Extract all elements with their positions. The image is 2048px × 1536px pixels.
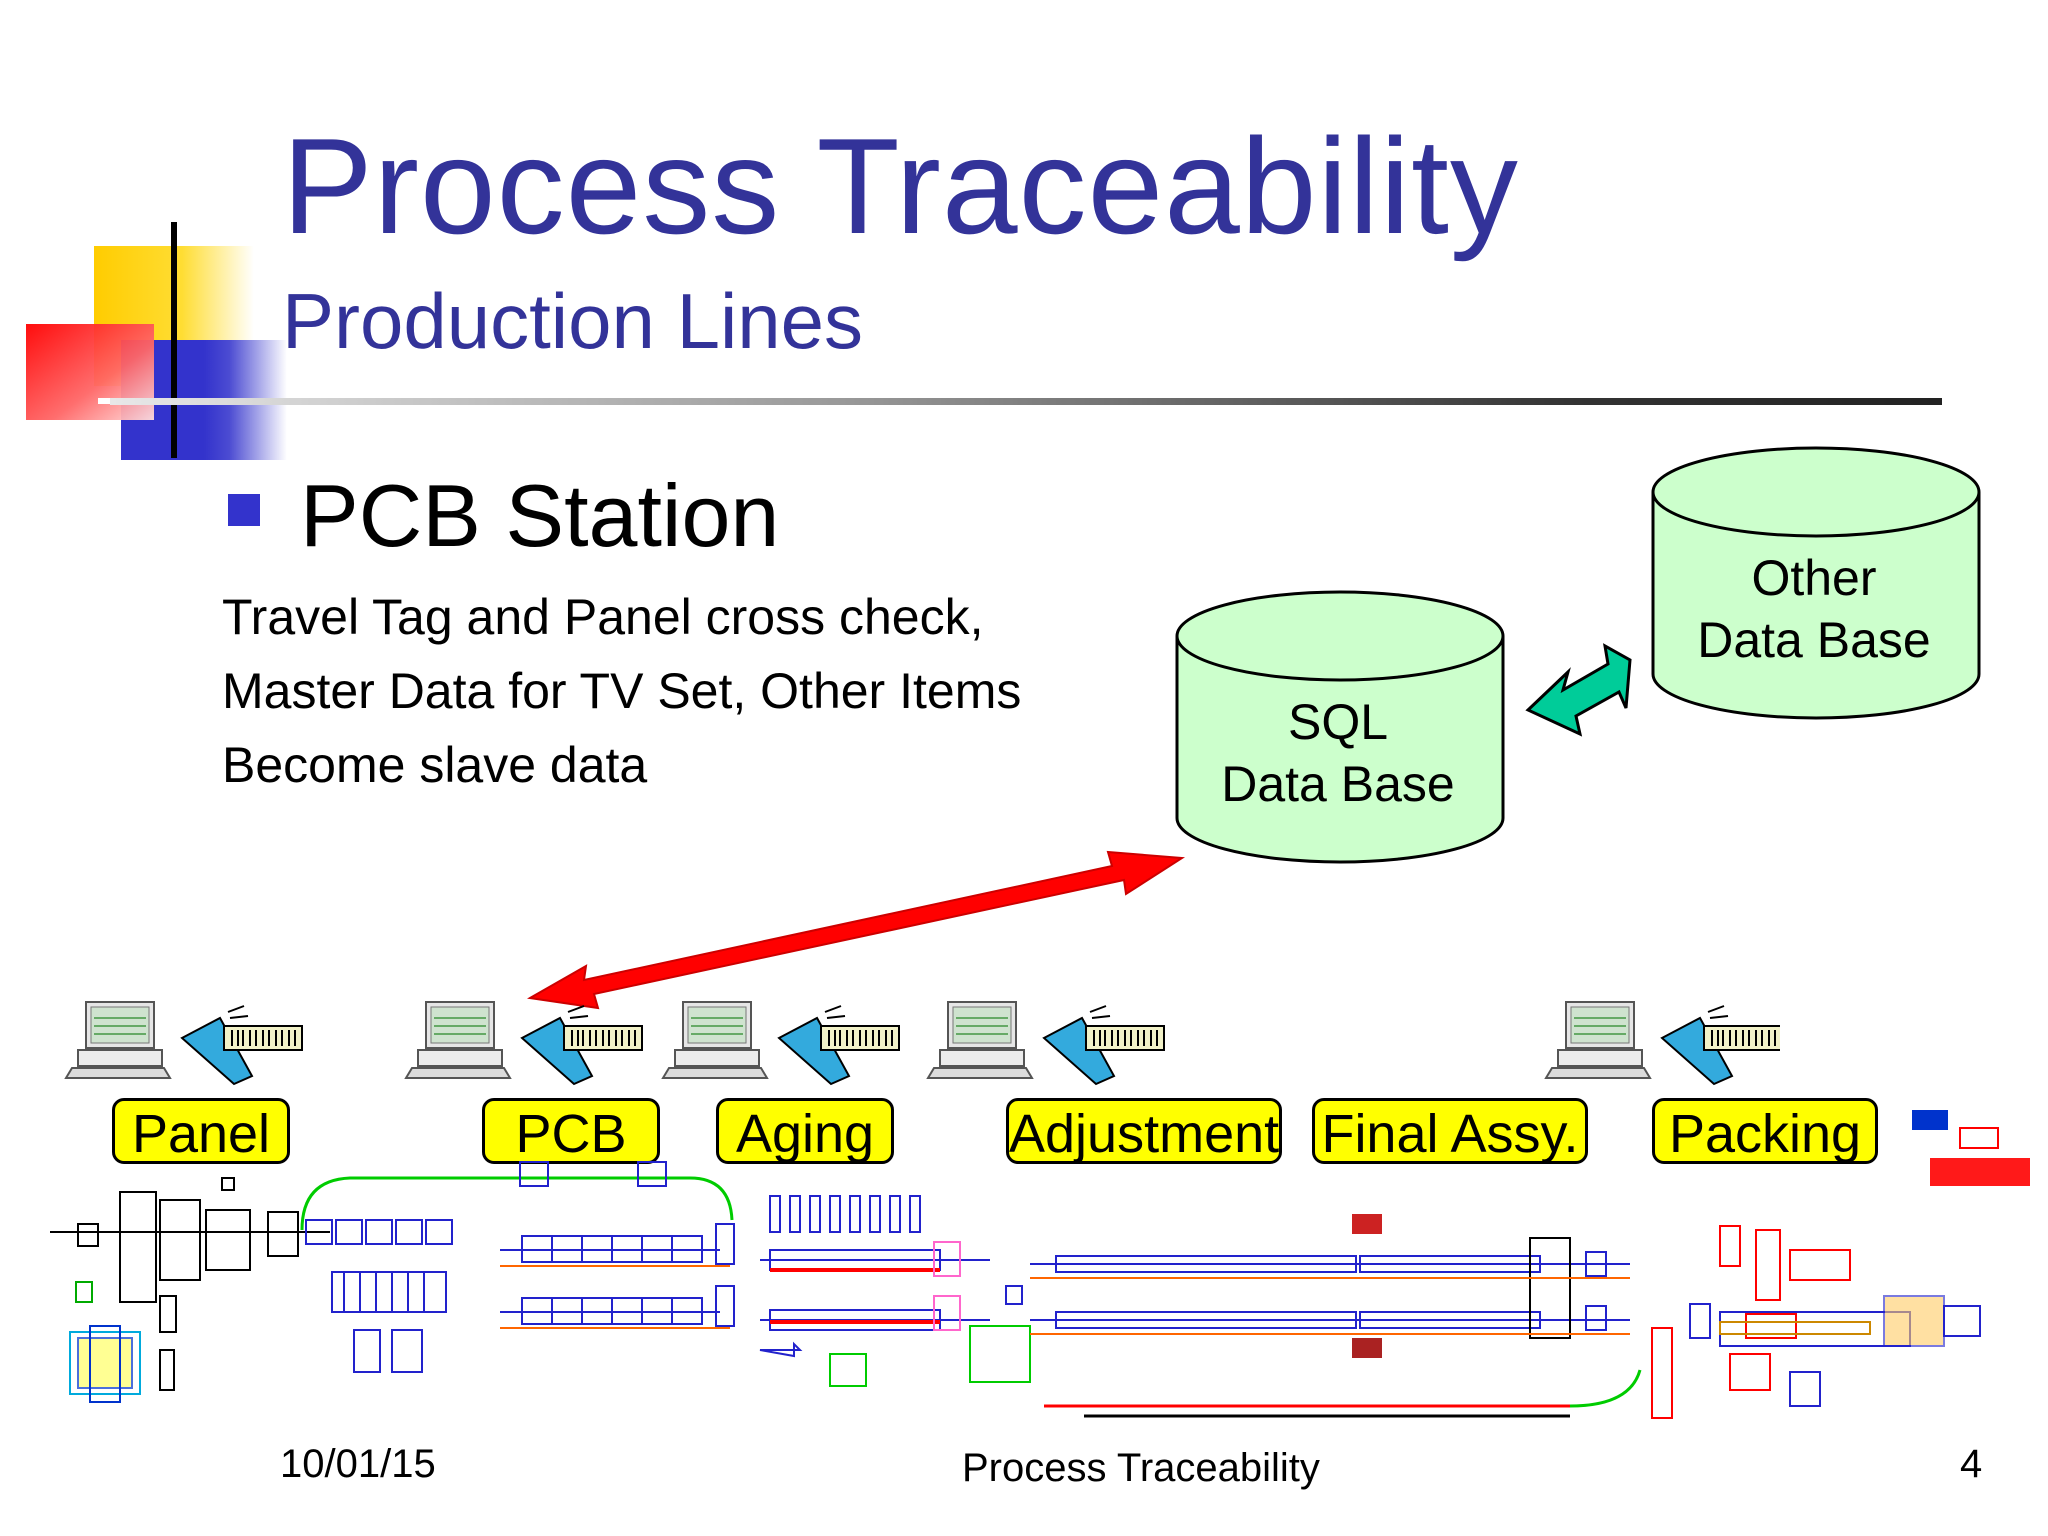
barcode-scanner-icon: [181, 1005, 303, 1085]
other-db-label-1: Other: [1751, 550, 1877, 606]
station-aging: Aging: [716, 1098, 894, 1164]
footer-title: Process Traceability: [962, 1446, 1320, 1490]
sql-database-cylinder: [1172, 586, 1508, 868]
bullet-icon: [228, 494, 260, 526]
db-link-arrow: [1525, 643, 1632, 737]
station-packing: Packing: [1652, 1098, 1878, 1164]
body-line-1: Travel Tag and Panel cross check,: [222, 589, 984, 645]
computer-icon: [405, 1001, 511, 1079]
computer-icon: [662, 1001, 768, 1079]
computer-icon: [1545, 1001, 1651, 1079]
station-final-assy: Final Assy.: [1312, 1098, 1588, 1164]
production-line-layout: [30, 1100, 2038, 1430]
barcode-scanner-icon: [521, 1005, 643, 1085]
computer-icon: [927, 1001, 1033, 1079]
barcode-scanner-icon: [1661, 1005, 1783, 1085]
station-adjustment: Adjustment: [1006, 1098, 1282, 1164]
page-number: 4: [1960, 1442, 1983, 1486]
slide-title: Process Traceability: [282, 110, 1519, 262]
other-db-label-2: Data Base: [1697, 612, 1931, 668]
body-line-3: Become slave data: [222, 737, 648, 793]
slide-subtitle: Production Lines: [282, 277, 864, 365]
workstation-group: [60, 1000, 1783, 1090]
station-pcb: PCB: [482, 1098, 660, 1164]
title-divider: [110, 398, 1942, 405]
barcode-scanner-icon: [778, 1005, 900, 1085]
other-database-cylinder: [1648, 442, 1984, 724]
footer-date: 10/01/15: [280, 1442, 436, 1486]
bullet-heading: PCB Station: [300, 466, 780, 565]
computer-icon: [65, 1001, 171, 1079]
barcode-scanner-icon: [1043, 1005, 1165, 1085]
station-panel: Panel: [112, 1098, 290, 1164]
body-line-2: Master Data for TV Set, Other Items: [222, 663, 1022, 719]
pcb-sql-arrow: [526, 850, 1186, 1010]
sql-db-label-2: Data Base: [1221, 756, 1455, 812]
sql-db-label-1: SQL: [1287, 694, 1389, 750]
